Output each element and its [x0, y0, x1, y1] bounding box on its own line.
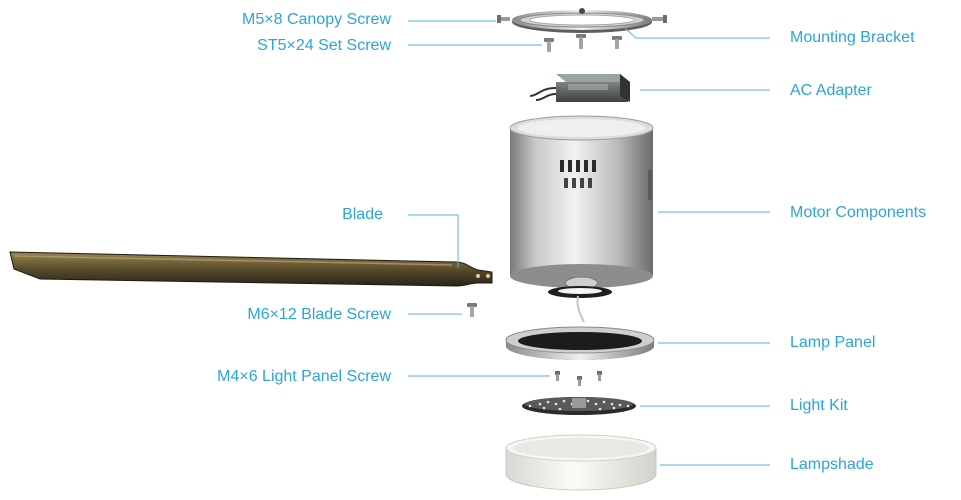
ac-adapter: [529, 74, 630, 102]
label-blade: Blade: [342, 206, 383, 223]
leader-mounting-bracket: [624, 27, 770, 39]
lamp-panel: [505, 326, 655, 360]
leader-lines: [408, 20, 770, 466]
blade-screw: [467, 303, 477, 317]
motor-housing: [509, 115, 654, 323]
label-light-panel-screw: M4×6 Light Panel Screw: [217, 368, 391, 385]
label-ac-adapter: AC Adapter: [790, 82, 872, 99]
label-mounting-bracket: Mounting Bracket: [790, 29, 915, 46]
lampshade: [505, 434, 657, 491]
label-lampshade: Lampshade: [790, 456, 874, 473]
light-panel-screw: [555, 371, 602, 386]
label-blade-screw: M6×12 Blade Screw: [247, 306, 391, 323]
label-motor-components: Motor Components: [790, 204, 927, 221]
light-kit: [522, 397, 636, 415]
label-canopy-screw: M5×8 Canopy Screw: [242, 11, 391, 28]
set-screw: [544, 34, 622, 52]
blade: [9, 251, 493, 287]
label-light-kit: Light Kit: [790, 397, 848, 414]
label-lamp-panel: Lamp Panel: [790, 334, 876, 351]
leader-blade: [408, 214, 459, 268]
canopy-screw: [497, 15, 667, 23]
mounting-bracket: [512, 8, 652, 33]
motor-vent-slots: [560, 160, 596, 188]
label-set-screw: ST5×24 Set Screw: [257, 37, 391, 54]
